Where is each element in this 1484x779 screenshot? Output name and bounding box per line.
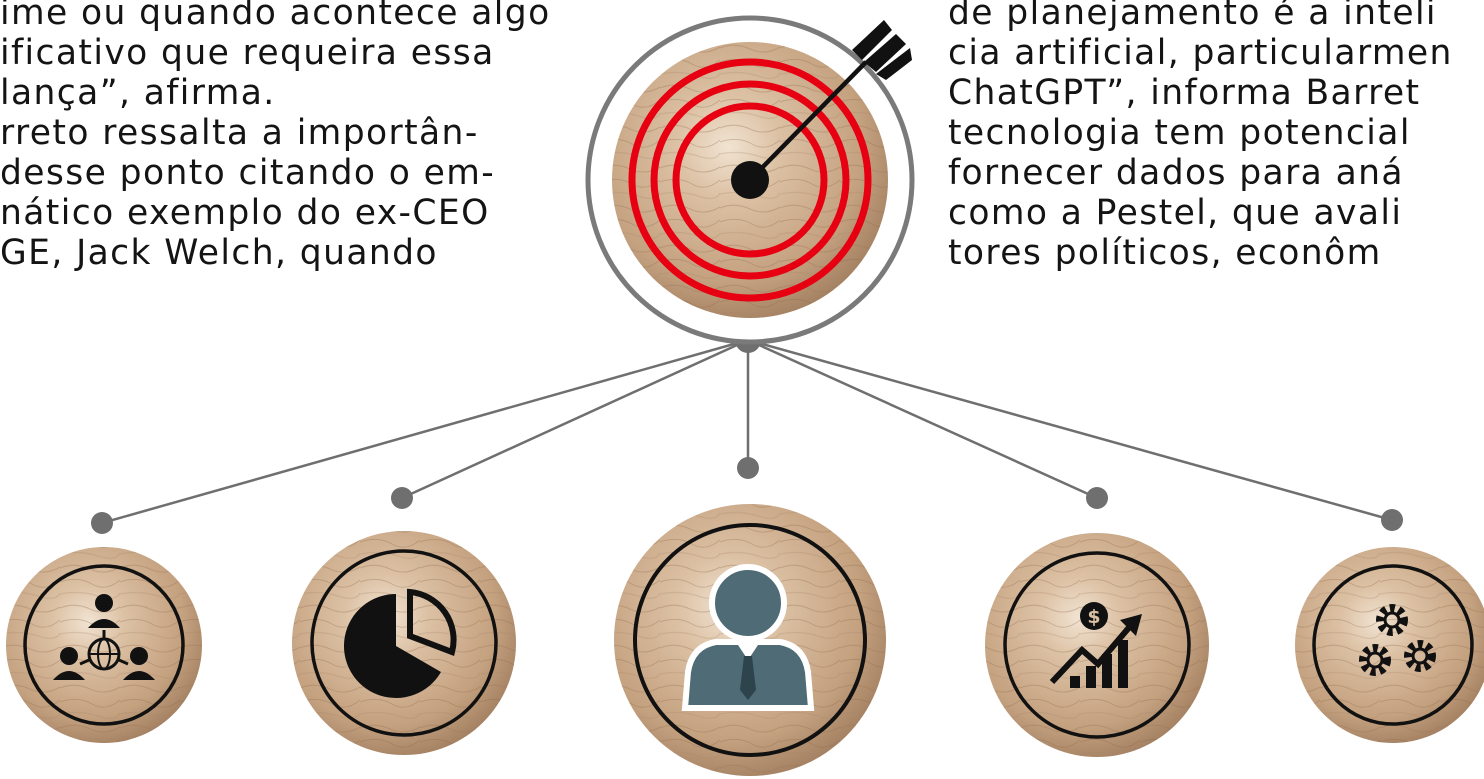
node-network — [6, 547, 202, 743]
text-line: ificativo que requeira essa — [0, 33, 495, 73]
gears-icon — [1359, 604, 1436, 676]
growth-dollar-chart-icon: $ — [1049, 602, 1142, 688]
connector-dot — [737, 457, 759, 479]
text-line: nático exemplo do ex-CEO — [0, 193, 490, 233]
connector-line — [747, 338, 1098, 500]
businessman-icon — [681, 564, 815, 711]
text-line: fornecer dados para aná — [948, 153, 1404, 193]
connector-lines — [101, 338, 1393, 525]
svg-text:$: $ — [1087, 606, 1100, 628]
connector-dot — [1381, 509, 1403, 531]
article-left-column: ime ou quando acontece algo ificativo qu… — [0, 0, 600, 277]
connector-line — [101, 338, 749, 525]
text-line: GE, Jack Welch, quando — [0, 233, 438, 273]
text-line: como a Pestel, que avali — [948, 193, 1403, 233]
text-line: tores políticos, econôm — [948, 233, 1382, 273]
text-line: ime ou quando acontece algo — [0, 0, 551, 33]
network-people-globe-icon — [53, 594, 155, 680]
node-person — [614, 504, 886, 776]
connector-dot — [91, 512, 113, 534]
text-line: cia artificial, particularmen — [948, 33, 1453, 73]
target-dart-icon — [585, 15, 915, 345]
node-growth: $ — [985, 533, 1209, 757]
node-gears — [1295, 547, 1484, 743]
text-line: de planejamento é a inteli — [948, 0, 1437, 33]
pie-chart-icon — [343, 588, 457, 698]
text-line: rreto ressalta a importân- — [0, 113, 479, 153]
connector-line — [401, 338, 749, 500]
connector-line — [747, 338, 1393, 522]
article-right-column: de planejamento é a inteli cia artificia… — [948, 0, 1484, 277]
node-pie — [292, 531, 516, 755]
text-line: tecnologia tem potencial — [948, 113, 1411, 153]
connector-dots — [91, 327, 1403, 534]
connector-dot — [391, 487, 413, 509]
text-line: lança”, afirma. — [0, 73, 276, 113]
connector-dot — [1086, 487, 1108, 509]
text-line: ChatGPT”, informa Barret — [948, 73, 1421, 113]
text-line: desse ponto citando o em- — [0, 153, 496, 193]
